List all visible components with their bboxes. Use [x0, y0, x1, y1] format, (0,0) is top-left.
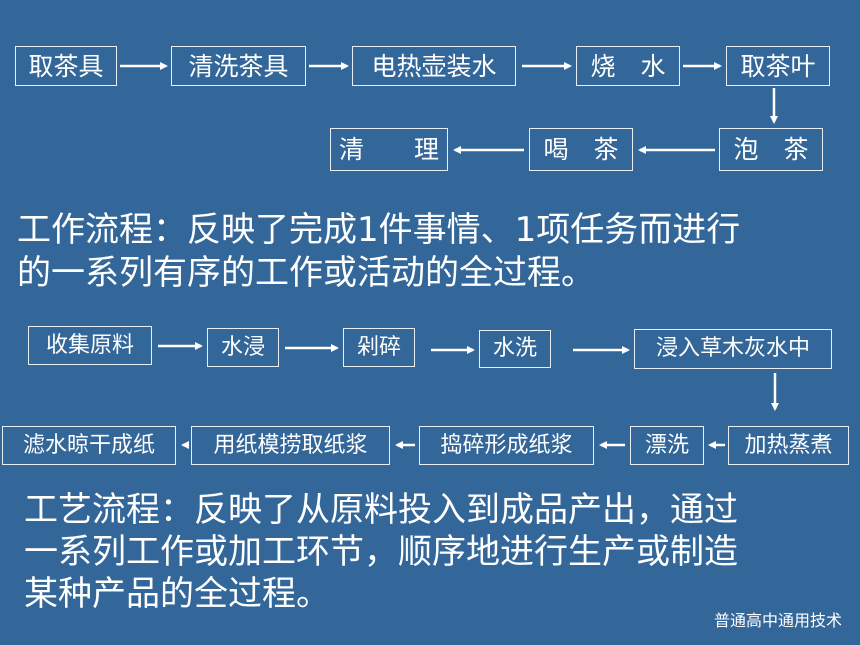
craft-definition-line-3: 某种产品的全过程。 [24, 574, 330, 614]
craft-step-drain-dry-paper: 滤水晾干成纸 [2, 426, 176, 465]
craft-step-scoop-pulp: 用纸模捞取纸浆 [191, 426, 390, 465]
craft-step-water-soak: 水浸 [207, 328, 279, 367]
work-step-brew-tea: 泡 茶 [719, 128, 823, 171]
craft-step-chop: 剁碎 [343, 328, 415, 367]
craft-step-water-wash: 水洗 [479, 330, 551, 368]
craft-step-rinse: 漂洗 [630, 426, 704, 465]
work-step-fill-kettle: 电热壶装水 [352, 46, 516, 86]
work-step-take-tea-set: 取茶具 [15, 46, 117, 86]
work-definition-line-1: 工作流程：反映了完成1件事情、1项任务而进行 [17, 210, 741, 250]
work-step-clean-up: 清 理 [330, 128, 448, 171]
craft-step-collect-materials: 收集原料 [28, 326, 152, 365]
work-step-wash-tea-set: 清洗茶具 [171, 46, 306, 86]
work-step-boil-water: 烧 水 [576, 46, 680, 86]
craft-definition-line-2: 一系列工作或加工环节，顺序地进行生产或制造 [24, 532, 738, 572]
work-step-take-tea-leaves: 取茶叶 [726, 46, 830, 86]
craft-step-heat-steam: 加热蒸煮 [728, 426, 849, 465]
work-definition-line-2: 的一系列有序的工作或活动的全过程。 [17, 253, 595, 293]
work-step-drink-tea: 喝 茶 [529, 128, 633, 171]
craft-definition-line-1: 工艺流程：反映了从原料投入到成品产出，通过 [24, 490, 738, 530]
craft-step-soak-ash-water: 浸入草木灰水中 [634, 329, 832, 369]
craft-step-pound-pulp: 捣碎形成纸浆 [419, 426, 594, 465]
work-flow-definition: 工作流程：反映了完成1件事情、1项任务而进行 的一系列有序的工作或活动的全过程。 [17, 209, 740, 295]
footer-course-label: 普通高中通用技术 [713, 611, 842, 630]
craft-flow-definition: 工艺流程：反映了从原料投入到成品产出，通过 一系列工作或加工环节，顺序地进行生产… [24, 489, 738, 615]
